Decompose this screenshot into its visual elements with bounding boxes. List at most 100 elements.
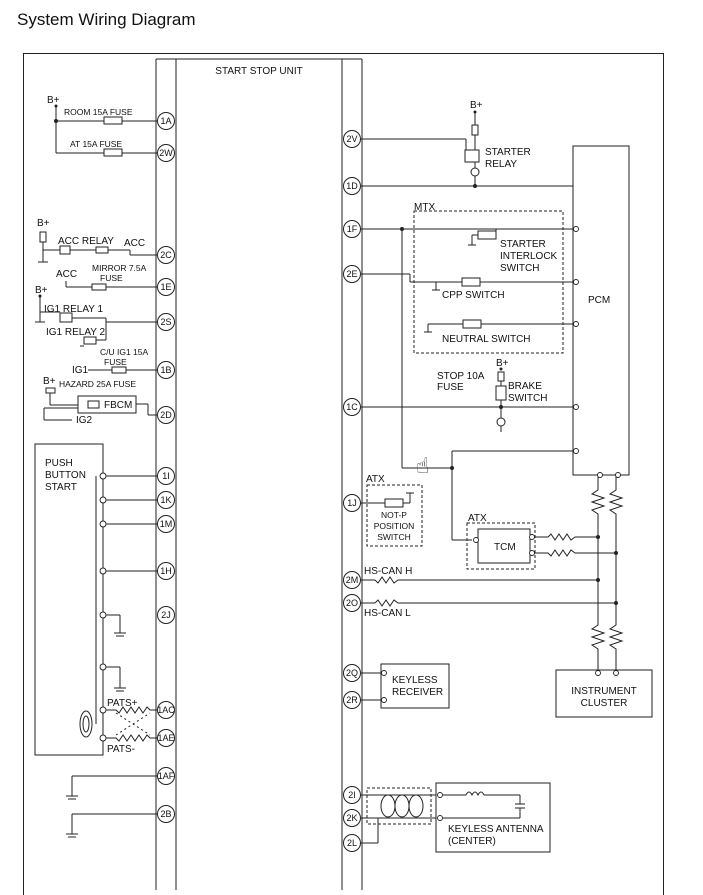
pin-label-1H: 1H <box>160 566 172 576</box>
mtx-switches: MTX STARTER INTERLOCK SWITCH CPP SWITCH … <box>361 202 579 468</box>
starter-relay-label-1: STARTER <box>485 147 531 158</box>
instrument-cluster-box <box>555 669 653 718</box>
pin-1AF <box>157 767 175 785</box>
starter-interlock-label-1: STARTER <box>500 239 546 250</box>
tcm-box <box>477 528 531 564</box>
pin-2I <box>343 786 361 804</box>
fbcm-label: FBCM <box>104 400 132 411</box>
stop-fuse-label-1: STOP 10A <box>437 371 485 382</box>
pin-label-2O: 2O <box>346 598 358 608</box>
keyless-receiver-label-2: RECEIVER <box>392 687 443 698</box>
pats-plus-label: PATS+ <box>107 698 138 709</box>
ig1-relay-2-label: IG1 RELAY 2 <box>46 327 106 338</box>
pin-2O <box>343 594 361 612</box>
pin-label-1F: 1F <box>347 224 358 234</box>
page-title: System Wiring Diagram <box>17 10 196 29</box>
pin-label-1M: 1M <box>160 519 173 529</box>
pin-label-1AC: 1AC <box>157 705 175 715</box>
pin-label-2K: 2K <box>346 813 357 823</box>
b-plus-label-ig1: B+ <box>35 285 48 296</box>
not-p-switch-symbol <box>384 498 404 508</box>
pin-2R <box>343 691 361 709</box>
ig2-label: IG2 <box>76 415 93 426</box>
pin-label-1AE: 1AE <box>157 733 174 743</box>
pin-2V <box>343 130 361 148</box>
pin-1I <box>157 467 175 485</box>
pin-1D <box>343 177 361 195</box>
instrument-cluster-label-2: CLUSTER <box>581 698 628 709</box>
keyless-receiver: KEYLESS RECEIVER <box>361 663 450 709</box>
pin-2E <box>343 265 361 283</box>
ig1-label: IG1 <box>72 365 89 376</box>
pin-label-1C: 1C <box>346 402 358 412</box>
pin-1B <box>157 361 175 379</box>
antenna-shield-dashed-box <box>366 787 432 825</box>
at-fuse-symbol <box>103 148 123 157</box>
right-pins: 2V 1D 1F 2E 1C 1J 2M 2O 2Q 2R 2I 2K 2L <box>343 130 361 852</box>
starter-relay-symbol <box>464 149 480 163</box>
tcm-connection <box>402 448 579 541</box>
starter-interlock-label-3: SWITCH <box>500 263 539 274</box>
pin-1C <box>343 398 361 416</box>
pin-label-1AF: 1AF <box>158 771 175 781</box>
instrument-cluster-label-1: INSTRUMENT <box>571 686 637 697</box>
pin-label-1E: 1E <box>160 282 171 292</box>
b-plus-label: B+ <box>47 95 60 106</box>
acc-label: ACC <box>124 238 145 249</box>
pin-2J <box>157 606 175 624</box>
pin-1AC <box>157 701 175 719</box>
power-supply-circuits: B+ ROOM 15A FUSE AT 15A FUSE B+ ACC RELA… <box>35 95 157 426</box>
pin-1F <box>343 220 361 238</box>
pin-2S <box>157 313 175 331</box>
b-plus-label-brake: B+ <box>496 358 509 369</box>
push-button-start-box <box>34 443 104 756</box>
pin-label-1B: 1B <box>160 365 171 375</box>
not-p-label-2: POSITION <box>374 521 415 531</box>
pin-2W <box>157 144 175 162</box>
hs-can-h-label: HS-CAN H <box>364 566 412 577</box>
b-plus-label-acc: B+ <box>37 218 50 229</box>
cu-ig1-fuse-symbol <box>111 366 127 374</box>
brake-switch-symbol <box>495 385 507 401</box>
can-bus: HS-CAN H HS-CAN L <box>361 472 624 670</box>
pin-2M <box>343 571 361 589</box>
b-plus-label-hazard: B+ <box>43 376 56 387</box>
pcm-label: PCM <box>588 295 610 306</box>
pin-2Q <box>343 664 361 682</box>
atx-not-p-switch: ATX NOT-P POSITION SWITCH <box>361 474 423 547</box>
tcm-label: TCM <box>494 542 516 553</box>
pin-2C <box>157 246 175 264</box>
push-button-label-2: BUTTON <box>45 470 86 481</box>
pin-label-1K: 1K <box>160 495 171 505</box>
pin-1AE <box>157 729 175 747</box>
pin-label-2E: 2E <box>346 269 357 279</box>
pats-coil-symbol <box>79 710 93 738</box>
pin-2L <box>343 834 361 852</box>
pin-1E <box>157 278 175 296</box>
not-p-dashed-box <box>366 484 423 547</box>
push-button-label-1: PUSH <box>45 458 73 469</box>
pin-label-2B: 2B <box>160 809 171 819</box>
cpp-switch-label: CPP SWITCH <box>442 290 505 301</box>
pin-1M <box>157 515 175 533</box>
ground-circuits <box>66 775 157 838</box>
keyless-antenna-label-1: KEYLESS ANTENNA <box>448 824 544 835</box>
tcm: ATX TCM <box>466 513 590 570</box>
room-fuse-symbol <box>103 116 123 125</box>
mirror-fuse-symbol <box>91 283 107 291</box>
starter-interlock-switch-symbol <box>477 230 497 240</box>
pin-1J <box>343 494 361 512</box>
pin-2B <box>157 805 175 823</box>
hs-can-l-label: HS-CAN L <box>364 608 411 619</box>
start-stop-unit-label: START STOP UNIT <box>215 66 302 77</box>
ig1-relay-1-label: IG1 RELAY 1 <box>44 304 104 315</box>
starter-interlock-label-2: INTERLOCK <box>500 251 558 262</box>
neutral-switch-label: NEUTRAL SWITCH <box>442 334 531 345</box>
pin-label-2M: 2M <box>346 575 359 585</box>
cu-ig1-fuse-label-2: FUSE <box>104 357 127 367</box>
pin-label-1A: 1A <box>160 116 171 126</box>
mirror-fuse-label-1: MIRROR 7.5A <box>92 263 147 273</box>
pin-label-1I: 1I <box>162 471 170 481</box>
pin-2D <box>157 406 175 424</box>
